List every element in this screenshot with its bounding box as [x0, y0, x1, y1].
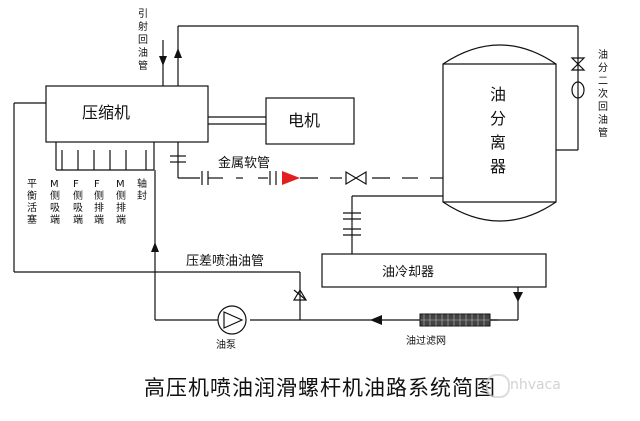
oil-filter-label: 油过滤网: [406, 334, 446, 347]
port-m-suction-label: M 侧 吸 端: [50, 179, 60, 226]
svg-text:回: 回: [138, 34, 148, 46]
svg-text:端: 端: [94, 213, 104, 226]
arrow-up-icon: [174, 48, 182, 58]
svg-text:油: 油: [490, 85, 506, 104]
svg-text:射: 射: [138, 21, 148, 33]
separator-label: 油 分 离 器: [490, 85, 506, 176]
svg-text:侧: 侧: [50, 189, 60, 202]
motor-box: [265, 97, 355, 145]
svg-text:端: 端: [116, 213, 126, 226]
svg-text:回: 回: [598, 101, 608, 113]
svg-text:端: 端: [73, 213, 83, 226]
arrow-up-icon: [151, 242, 159, 252]
diagram-caption: 高压机喷油润滑螺杆机油路系统简图: [144, 376, 496, 400]
oil-cooler-box: [321, 253, 547, 288]
svg-text:活: 活: [27, 202, 37, 214]
svg-text:侧: 侧: [116, 189, 126, 202]
svg-text:管: 管: [138, 59, 148, 72]
svg-text:封: 封: [137, 189, 147, 202]
port-f-discharge-label: F 侧 排 端: [94, 179, 104, 226]
svg-text:侧: 侧: [94, 189, 104, 202]
svg-text:M: M: [116, 179, 125, 190]
svg-text:端: 端: [50, 213, 60, 226]
watermark-icon: [486, 374, 510, 398]
secondary-return-label: 油 分 二 次 回 油 管: [598, 48, 608, 139]
svg-text:吸: 吸: [50, 203, 60, 214]
svg-text:离: 离: [490, 133, 506, 152]
port-m-discharge-label: M 侧 排 端: [116, 179, 126, 226]
svg-text:管: 管: [598, 126, 608, 139]
svg-text:轴: 轴: [137, 177, 147, 190]
compressor-box: [45, 85, 209, 143]
port-balance-piston-label: 平 衡 活 塞: [27, 179, 37, 226]
svg-text:排: 排: [116, 201, 126, 214]
svg-text:次: 次: [598, 87, 608, 100]
svg-text:分: 分: [490, 109, 506, 128]
oil-pump-label: 油泵: [216, 338, 236, 351]
svg-text:衡: 衡: [27, 190, 37, 202]
svg-text:吸: 吸: [73, 203, 83, 214]
svg-text:分: 分: [598, 62, 608, 74]
svg-text:油: 油: [598, 48, 608, 61]
compressor-label: 压缩机: [82, 103, 130, 122]
oil-cooler-label: 油冷却器: [382, 265, 434, 280]
svg-text:F: F: [94, 179, 100, 190]
svg-text:排: 排: [94, 201, 104, 214]
svg-text:M: M: [50, 179, 59, 190]
svg-text:器: 器: [490, 157, 506, 176]
port-f-suction-label: F 侧 吸 端: [73, 179, 83, 226]
watermark-text: nhvaca: [510, 377, 561, 393]
svg-text:引: 引: [138, 8, 148, 20]
port-shaft-seal-label: 轴 封: [137, 177, 147, 202]
flex-hose-label: 金属软管: [218, 155, 270, 171]
arrow-left-icon: [370, 315, 382, 325]
svg-text:二: 二: [598, 76, 608, 87]
svg-text:F: F: [73, 179, 79, 190]
svg-text:侧: 侧: [73, 189, 83, 202]
svg-text:油: 油: [138, 46, 148, 59]
motor-label: 电机: [288, 111, 320, 130]
svg-text:塞: 塞: [27, 213, 37, 226]
diff-pipe-label: 压差喷油油管: [186, 254, 264, 269]
arrow-down-icon: [513, 292, 523, 302]
svg-text:油: 油: [598, 113, 608, 126]
svg-text:平: 平: [27, 179, 37, 190]
ejector-return-pipe-label: 引 射 回 油 管: [138, 8, 148, 72]
red-flow-arrow-icon: [282, 171, 300, 185]
arrow-down-icon: [159, 56, 167, 66]
